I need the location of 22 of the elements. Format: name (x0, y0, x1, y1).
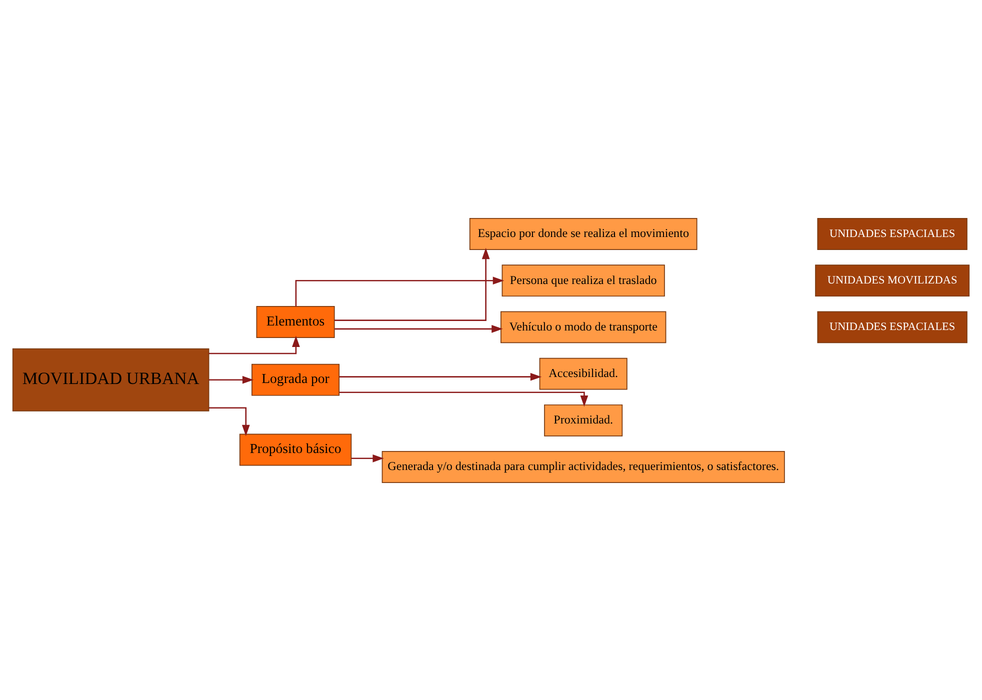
node-box: UNIDADES ESPACIALES (817, 218, 968, 250)
arrow (334, 247, 490, 320)
arrow (351, 454, 384, 462)
node-box: Elementos (256, 306, 335, 338)
arrow (339, 372, 542, 380)
arrow (208, 375, 254, 384)
node-box: Propósito básico (239, 433, 352, 466)
node-box: MOVILIDAD URBANA (12, 348, 210, 411)
node-box: UNIDADES MOVILIZDAS (815, 264, 970, 296)
arrow (339, 391, 588, 406)
arrow (295, 276, 504, 306)
node-box: Vehículo o modo de transporte (500, 310, 666, 343)
arrow (208, 335, 300, 354)
node-box: Generada y/o destinada para cumplir actividades, requerimientos, o satisfactores. (382, 450, 785, 482)
node-box: Proximidad. (544, 404, 623, 436)
node-box: Espacio por donde se realiza el movimiento (469, 218, 698, 250)
arrow (208, 406, 250, 436)
node-box: Lograda por (252, 363, 340, 396)
node-box: Persona que realiza el traslado (502, 264, 665, 296)
arrow (334, 324, 503, 332)
node-box: UNIDADES ESPACIALES (817, 310, 968, 343)
node-box: Accesibilidad. (539, 357, 628, 390)
